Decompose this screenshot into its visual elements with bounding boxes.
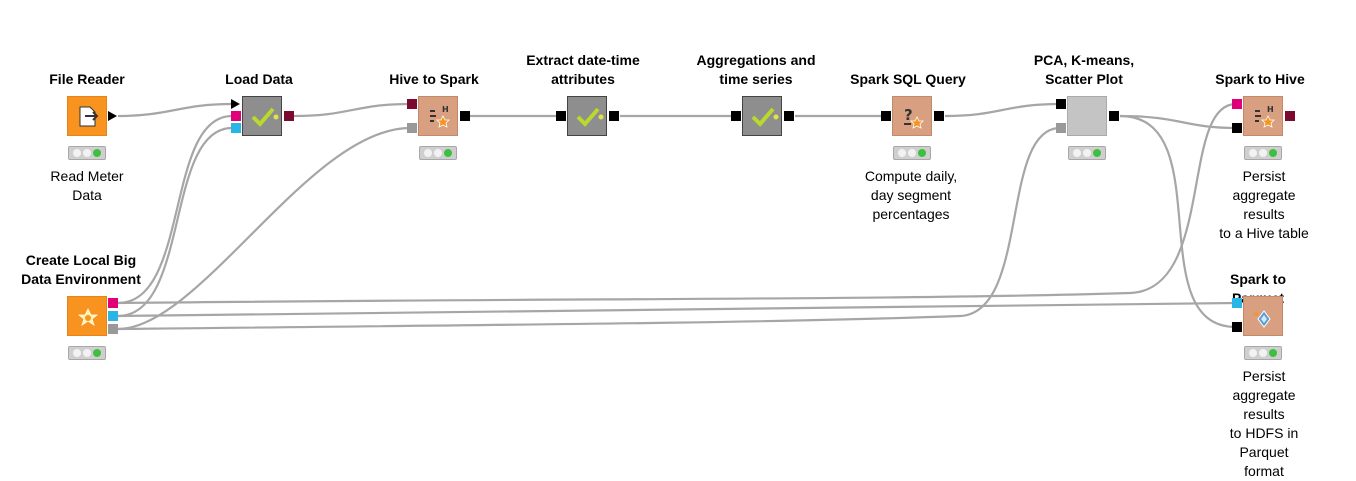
spark-sql-query-node[interactable]: ? bbox=[892, 96, 932, 136]
aggregations-metanode[interactable] bbox=[742, 96, 782, 136]
parquet-icon bbox=[1253, 310, 1271, 328]
spark-star-icon: H bbox=[430, 105, 450, 128]
extract-date-time-metanode[interactable] bbox=[567, 96, 607, 136]
output-port-hive[interactable] bbox=[108, 298, 118, 308]
output-port-spark-data[interactable] bbox=[609, 111, 619, 121]
input-port-spark-data[interactable] bbox=[881, 111, 891, 121]
node-status-traffic-light bbox=[893, 146, 931, 160]
node-status-traffic-light bbox=[1068, 146, 1106, 160]
connection[interactable] bbox=[117, 102, 1237, 305]
create-local-big-data-node[interactable] bbox=[67, 296, 107, 336]
node-status-traffic-light bbox=[68, 146, 106, 160]
node-title-create-local-big-data: Create Local Big Data Environment bbox=[21, 252, 141, 287]
input-port-spark-context[interactable] bbox=[1056, 123, 1066, 133]
output-port-spark-data[interactable] bbox=[934, 111, 944, 121]
node-title-file-reader: File Reader bbox=[49, 71, 125, 87]
connection[interactable] bbox=[117, 114, 233, 305]
connection[interactable] bbox=[117, 126, 411, 331]
input-port-spark-data[interactable] bbox=[1232, 123, 1242, 133]
hive-icon: H bbox=[1255, 105, 1275, 128]
output-port-database[interactable] bbox=[284, 111, 294, 121]
node-title-pca-kmeans: PCA, K-means, Scatter Plot bbox=[1033, 52, 1135, 87]
input-port-spark-data[interactable] bbox=[731, 111, 741, 121]
file-arrow-icon bbox=[79, 106, 99, 127]
output-port-database[interactable] bbox=[1285, 111, 1295, 121]
node-title-hive-to-spark: Hive to Spark bbox=[389, 71, 479, 87]
output-port-spark-data[interactable] bbox=[784, 111, 794, 121]
load-data-metanode[interactable] bbox=[242, 96, 282, 136]
input-port-spark-data[interactable] bbox=[556, 111, 566, 121]
hive-to-spark-node[interactable]: H bbox=[418, 96, 458, 136]
node-status-traffic-light bbox=[419, 146, 457, 160]
node-status-traffic-light bbox=[1244, 146, 1282, 160]
connection[interactable] bbox=[117, 102, 233, 118]
input-port-hive[interactable] bbox=[1232, 99, 1242, 109]
node-title-spark-sql-query: Spark SQL Query bbox=[850, 71, 966, 87]
input-port-hdfs[interactable] bbox=[231, 123, 241, 133]
checkmark-icon bbox=[251, 107, 279, 127]
output-port-data[interactable] bbox=[108, 111, 117, 121]
output-port-hdfs[interactable] bbox=[108, 311, 118, 321]
output-port-spark-data[interactable] bbox=[460, 111, 470, 121]
svg-text:H: H bbox=[1267, 105, 1274, 114]
connection[interactable] bbox=[117, 126, 1061, 331]
input-port-spark-data[interactable] bbox=[1056, 99, 1066, 109]
checkmark-icon bbox=[751, 107, 779, 127]
node-status-traffic-light bbox=[1244, 346, 1282, 360]
node-title-aggregations: Aggregations and time series bbox=[696, 52, 816, 87]
file-reader-node[interactable] bbox=[67, 96, 107, 136]
connection[interactable] bbox=[117, 126, 233, 318]
spark-to-parquet-node[interactable] bbox=[1243, 296, 1283, 336]
node-description-file-reader[interactable]: Read Meter Data bbox=[50, 168, 124, 203]
question-mark-icon: ? bbox=[904, 106, 924, 129]
input-port-hive[interactable] bbox=[231, 111, 241, 121]
node-description-spark-to-hive[interactable]: Persist aggregate results to a Hive tabl… bbox=[1219, 168, 1309, 241]
output-port-spark-context[interactable] bbox=[108, 324, 118, 334]
spark-to-hive-node[interactable]: H bbox=[1243, 96, 1283, 136]
input-port-hdfs[interactable] bbox=[1232, 298, 1242, 308]
node-status-traffic-light bbox=[68, 346, 106, 360]
svg-text:?: ? bbox=[904, 106, 913, 124]
connection[interactable] bbox=[117, 301, 1237, 318]
node-title-spark-to-hive: Spark to Hive bbox=[1215, 71, 1305, 87]
connection[interactable] bbox=[1119, 114, 1237, 329]
node-description-spark-sql-query[interactable]: Compute daily, day segment percentages bbox=[864, 168, 958, 222]
svg-text:H: H bbox=[442, 105, 449, 114]
connection[interactable] bbox=[293, 102, 411, 118]
input-port-database[interactable] bbox=[407, 99, 417, 109]
input-port-spark-context[interactable] bbox=[407, 123, 417, 133]
connection[interactable] bbox=[1119, 114, 1237, 130]
output-port-spark-data[interactable] bbox=[1109, 111, 1119, 121]
spark-star-icon bbox=[77, 308, 99, 326]
input-port-spark-data[interactable] bbox=[1232, 322, 1242, 332]
node-title-extract-date-time: Extract date-time attributes bbox=[526, 52, 640, 87]
pca-kmeans-metanode[interactable] bbox=[1067, 96, 1107, 136]
node-description-spark-to-parquet[interactable]: Persist aggregate results to HDFS in Par… bbox=[1229, 368, 1299, 479]
node-title-load-data: Load Data bbox=[225, 71, 293, 87]
input-port-data[interactable] bbox=[231, 99, 240, 109]
connections-layer bbox=[117, 102, 1237, 331]
connection[interactable] bbox=[944, 102, 1061, 118]
checkmark-icon bbox=[576, 107, 604, 127]
